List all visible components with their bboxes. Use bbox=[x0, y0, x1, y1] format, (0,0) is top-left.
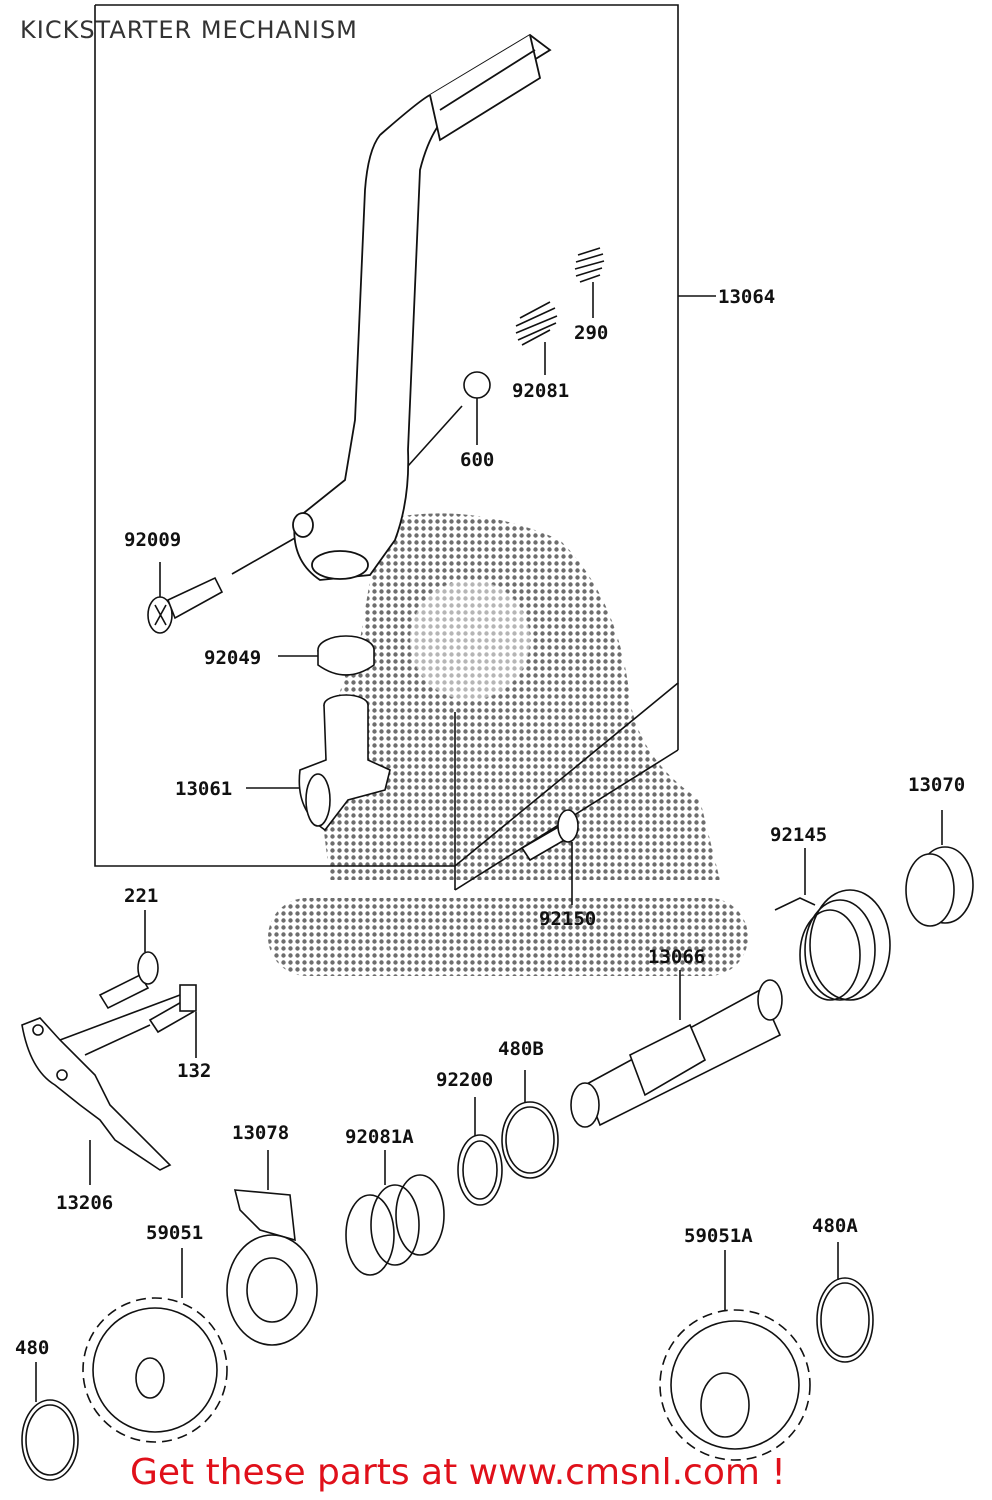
kick-shaft-13066 bbox=[570, 970, 783, 1128]
cms-watermark-logo bbox=[268, 513, 748, 976]
washer-92200 bbox=[457, 1097, 503, 1206]
bolt-92150 bbox=[520, 809, 579, 905]
label-221: 221 bbox=[124, 885, 159, 907]
label-59051A: 59051A bbox=[684, 1225, 753, 1247]
label-92081: 92081 bbox=[512, 380, 570, 402]
label-92200: 92200 bbox=[436, 1069, 494, 1091]
label-13078: 13078 bbox=[232, 1122, 290, 1144]
guide-plate-13206 bbox=[21, 994, 181, 1185]
label-132: 132 bbox=[177, 1060, 212, 1082]
label-13064: 13064 bbox=[718, 286, 776, 308]
spring-290 bbox=[574, 247, 605, 318]
circlip-480B bbox=[501, 1070, 559, 1179]
label-92150: 92150 bbox=[539, 908, 597, 930]
bolt-221 bbox=[98, 910, 159, 1010]
bolt-92009 bbox=[147, 537, 296, 634]
label-13066: 13066 bbox=[648, 946, 706, 968]
collar-92049 bbox=[278, 635, 375, 676]
ratchet-13078 bbox=[226, 1150, 318, 1346]
label-480A: 480A bbox=[812, 1215, 858, 1237]
label-480: 480 bbox=[15, 1337, 50, 1359]
kick-pedal-lever bbox=[292, 33, 552, 581]
label-600: 600 bbox=[460, 449, 495, 471]
spring-92145 bbox=[774, 848, 891, 1001]
kick-shaft-13061 bbox=[246, 694, 391, 832]
label-13206: 13206 bbox=[56, 1192, 114, 1214]
circlip-480A bbox=[816, 1242, 874, 1363]
label-480B: 480B bbox=[498, 1038, 544, 1060]
label-92049: 92049 bbox=[204, 647, 262, 669]
label-13061: 13061 bbox=[175, 778, 233, 800]
ball-600 bbox=[407, 371, 491, 467]
collar-13070 bbox=[905, 810, 974, 927]
gear-59051A bbox=[659, 1250, 811, 1461]
gear-59051 bbox=[82, 1248, 228, 1443]
label-290: 290 bbox=[574, 322, 609, 344]
label-13070: 13070 bbox=[908, 774, 966, 796]
label-92145: 92145 bbox=[770, 824, 828, 846]
label-92081A: 92081A bbox=[345, 1126, 414, 1148]
circlip-480 bbox=[21, 1362, 79, 1481]
spring-92081A bbox=[345, 1150, 445, 1276]
bolt-132 bbox=[148, 984, 197, 1058]
page-title: KICKSTARTER MECHANISM bbox=[20, 16, 358, 44]
promo-banner[interactable]: Get these parts at www.cmsnl.com ! bbox=[130, 1452, 786, 1493]
label-59051: 59051 bbox=[146, 1222, 204, 1244]
spring-92081 bbox=[515, 301, 558, 375]
label-92009: 92009 bbox=[124, 529, 182, 551]
